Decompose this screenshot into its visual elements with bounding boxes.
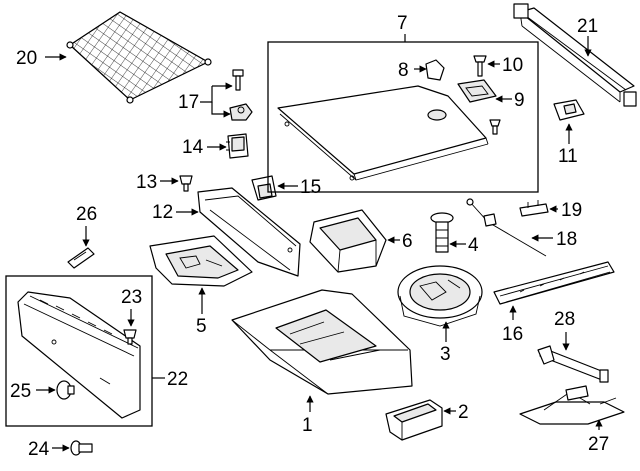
cover-clip-part [425, 59, 445, 81]
callout-26: 26 [76, 204, 97, 225]
pad-part [67, 247, 95, 269]
rail-part [513, 3, 637, 107]
callout-3: 3 [440, 344, 451, 365]
trunk-cover-part [277, 85, 489, 181]
bolt-clip-part [229, 69, 253, 121]
callout-28: 28 [554, 309, 575, 330]
tool-case-part [309, 209, 387, 273]
clip-part [553, 99, 585, 121]
callout-1: 1 [302, 415, 313, 436]
callout-22: 22 [167, 369, 188, 390]
trunk-trim-panel-part [17, 291, 141, 419]
callout-21: 21 [577, 16, 598, 37]
callout-9: 9 [514, 90, 525, 111]
trim-panel-box [5, 275, 153, 427]
push-pin-part [179, 175, 193, 192]
callout-24: 24 [28, 439, 50, 460]
cover-pin-part [489, 119, 501, 135]
callout-7: 7 [397, 13, 408, 34]
callout-27: 27 [588, 434, 609, 455]
small-tray-part [385, 399, 443, 441]
sill-plate-part [493, 261, 615, 305]
callout-4: 4 [468, 235, 479, 256]
bracket-part [226, 133, 249, 159]
callout-16: 16 [502, 324, 523, 345]
trim-fastener-part [56, 380, 75, 400]
holder-part [251, 175, 277, 201]
callout-11: 11 [558, 146, 578, 167]
side-trim-panel-part [197, 187, 301, 277]
callout-19: 19 [561, 200, 582, 221]
cover-hinge-part [457, 79, 497, 103]
callout-6: 6 [402, 231, 413, 252]
cargo-net-part [66, 11, 212, 104]
callout-15: 15 [300, 177, 321, 198]
callout-2: 2 [458, 402, 469, 423]
jack-part [519, 385, 625, 425]
spare-wheel-tray-part [397, 265, 483, 327]
knob-part [430, 212, 454, 253]
trunk-tub-part [231, 289, 413, 395]
small-clip-part [519, 200, 549, 217]
callout-17: 17 [178, 92, 199, 113]
screw-part [70, 440, 93, 456]
callout-18: 18 [556, 229, 577, 250]
callout-8: 8 [398, 60, 409, 81]
foam-tray-part [149, 235, 253, 287]
callout-14: 14 [182, 137, 204, 158]
callout-10: 10 [502, 55, 523, 76]
rod-part [466, 198, 547, 257]
wrench-part [537, 345, 609, 383]
callout-13: 13 [136, 172, 157, 193]
callout-25: 25 [10, 381, 31, 402]
callout-23: 23 [121, 287, 142, 308]
callout-20: 20 [16, 48, 37, 69]
trim-clip-part [123, 329, 137, 345]
cover-assembly-box [267, 41, 539, 193]
cover-screw-part [473, 55, 487, 77]
callout-12: 12 [152, 202, 173, 223]
callout-5: 5 [196, 316, 207, 337]
